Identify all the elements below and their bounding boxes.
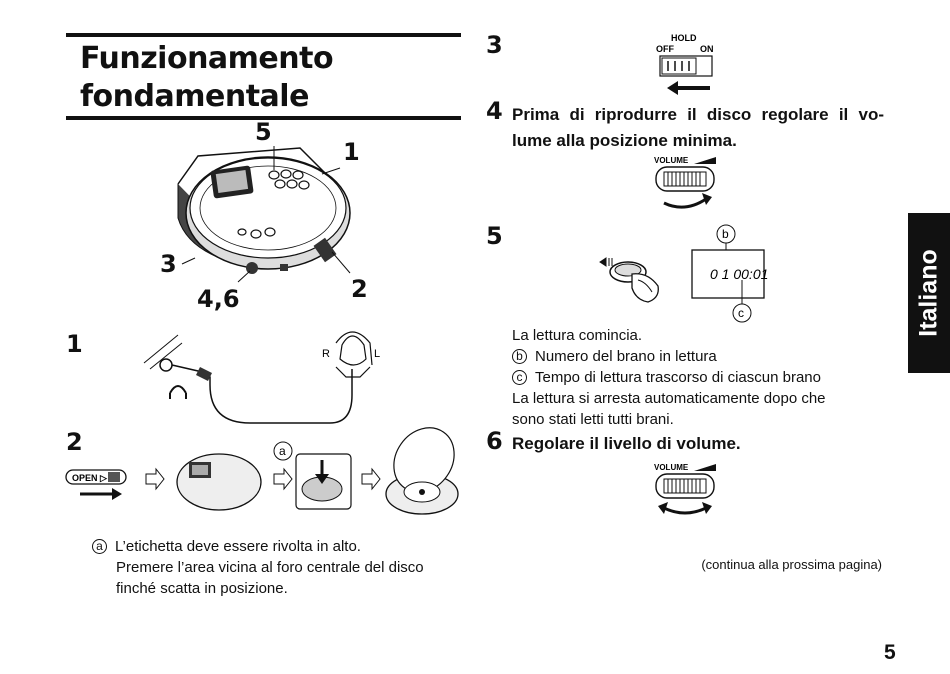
step1-number: 1 [66,330,83,358]
step5-number: 5 [486,222,503,250]
left-ear-label: L [374,348,380,360]
volume-label-step6: VOLUME [654,463,689,472]
volume-dial-min-illustration: VOLUME [650,153,720,213]
volume-dial-adjust-illustration: VOLUME [650,460,720,520]
on-label: ON [700,44,714,54]
display-readout: 0 1 00:01 [710,266,768,282]
headphones-connection-illustration: R L [140,325,400,430]
page-title-line1: Funzionamento [80,40,333,78]
step2-marker-a: a [279,444,286,458]
title-top-rule [66,33,461,37]
note-line3: finché scatta in posizione. [92,578,462,599]
note-marker-a: a [92,539,107,554]
page-number: 5 [884,641,896,665]
language-tab-label: Italiano [915,249,944,337]
step6-number: 6 [486,427,503,455]
step5-text2: La lettura si arresta automaticamente do… [512,388,884,409]
volume-label-step4: VOLUME [654,156,689,165]
display-marker-c: c [738,306,744,320]
step3-number: 3 [486,31,503,59]
lcd-display-illustration: b 0 1 00:01 c [690,222,770,326]
step4-text: Prima di riprodurre il disco regolare il… [512,102,884,154]
callout-1: 1 [343,138,360,166]
open-switch-label: OPEN ▷ [72,473,108,483]
callout-4-6: 4,6 [197,285,240,313]
right-ear-label: R [322,348,330,360]
hold-label: HOLD [671,33,697,43]
step4-line1: Prima di riprodurre il disco regolare il… [512,102,884,128]
step4-number: 4 [486,97,503,125]
display-marker-b: b [722,227,729,241]
step5-text1: La lettura comincia. [512,325,884,346]
note-line2: Premere l’area vicina al foro centrale d… [92,557,462,578]
callout-2: 2 [351,275,368,303]
step4-line2: lume alla posizione minima. [512,128,884,154]
play-button-illustration [598,250,666,306]
step5-text3: sono stati letti tutti brani. [512,409,884,430]
disc-insertion-illustration: OPEN ▷ a [64,424,464,524]
callout-3: 3 [160,250,177,278]
hold-switch-illustration: HOLD OFF ON [650,30,720,98]
page-title-line2: fondamentale [80,78,333,116]
callout-5: 5 [255,118,272,146]
step6-text: Regolare il livello di volume. [512,431,741,457]
page-title: Funzionamento fondamentale [80,40,333,116]
continue-note: (continua alla prossima pagina) [701,557,882,572]
language-side-tab: Italiano [908,213,950,373]
off-label: OFF [656,44,674,54]
